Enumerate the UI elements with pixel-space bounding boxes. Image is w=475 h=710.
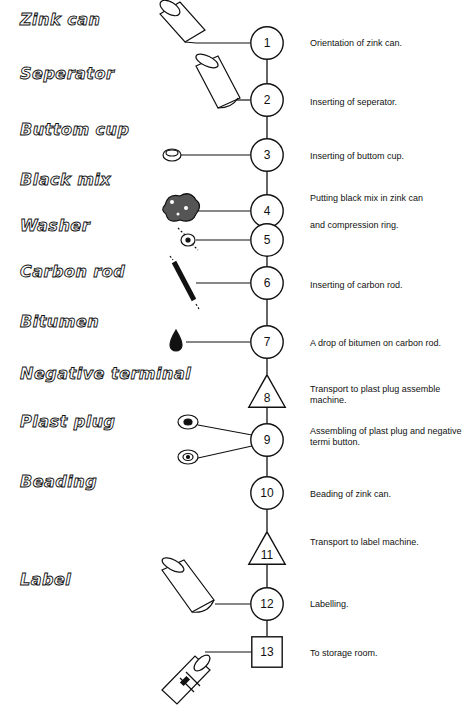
transport-triangle: 11 (248, 531, 286, 565)
part-name: Label (20, 570, 71, 589)
flow-line (266, 359, 267, 374)
flow-line (266, 117, 267, 138)
flow-line (266, 510, 267, 531)
operation-circle: 1 (250, 26, 284, 60)
flow-line (266, 300, 267, 325)
step-number: 4 (250, 204, 284, 218)
step-description: A drop of bitumen on carbon rod. (310, 338, 441, 349)
step-number: 13 (251, 645, 283, 659)
operation-circle: 9 (250, 423, 284, 457)
flow-line (266, 408, 267, 423)
flow-line (266, 457, 267, 476)
step-number: 6 (250, 276, 284, 290)
step-number: 1 (250, 36, 284, 50)
part-name: Bitumen (20, 312, 99, 331)
storage-square: 13 (251, 636, 283, 668)
operation-circle: 12 (250, 587, 284, 621)
part-name: Seperator (20, 64, 114, 83)
step-description: Orientation of zink can. (310, 38, 402, 49)
operation-circle: 10 (250, 476, 284, 510)
part-name: Washer (20, 216, 90, 235)
flow-line (266, 621, 267, 636)
step-description: Assembling of plast plug and negative te… (310, 426, 468, 449)
step-number: 12 (250, 597, 284, 611)
flow-line (266, 172, 267, 194)
part-name: Plast plug (20, 412, 116, 431)
operation-circle: 4 (250, 194, 284, 228)
step-description: Transport to plast plug assemble machine… (310, 384, 468, 407)
step-description: and compression ring. (310, 220, 399, 231)
step-description: Transport to label machine. (310, 537, 419, 548)
operation-circle: 5 (250, 223, 284, 257)
part-name: Negative terminal (20, 364, 191, 383)
operation-circle: 7 (250, 325, 284, 359)
part-name: Carbon rod (20, 262, 125, 281)
step-number: 8 (248, 391, 286, 405)
step-description: To storage room. (310, 648, 378, 659)
step-description: Inserting of buttom cup. (310, 151, 404, 162)
step-number: 9 (250, 433, 284, 447)
step-number: 5 (250, 233, 284, 247)
part-name: Zink can (20, 10, 100, 29)
part-name: Black mix (20, 170, 111, 189)
step-description: Inserting of carbon rod. (310, 280, 403, 291)
flow-line (266, 60, 267, 83)
step-description: Inserting of seperator. (310, 97, 397, 108)
transport-triangle: 8 (248, 374, 286, 408)
operation-circle: 2 (250, 83, 284, 117)
step-number: 11 (248, 548, 286, 562)
step-description: Beading of zink can. (310, 489, 391, 500)
operation-circle: 6 (250, 266, 284, 300)
flow-line (266, 565, 267, 587)
operation-circle: 3 (250, 138, 284, 172)
part-name: Beading (20, 472, 97, 491)
step-number: 7 (250, 335, 284, 349)
step-number: 10 (250, 486, 284, 500)
step-description: Putting black mix in zink can (310, 193, 423, 204)
step-number: 3 (250, 148, 284, 162)
part-name: Buttom cup (20, 120, 129, 139)
flow-line (266, 257, 267, 266)
step-number: 2 (250, 93, 284, 107)
step-description: Labelling. (310, 599, 349, 610)
